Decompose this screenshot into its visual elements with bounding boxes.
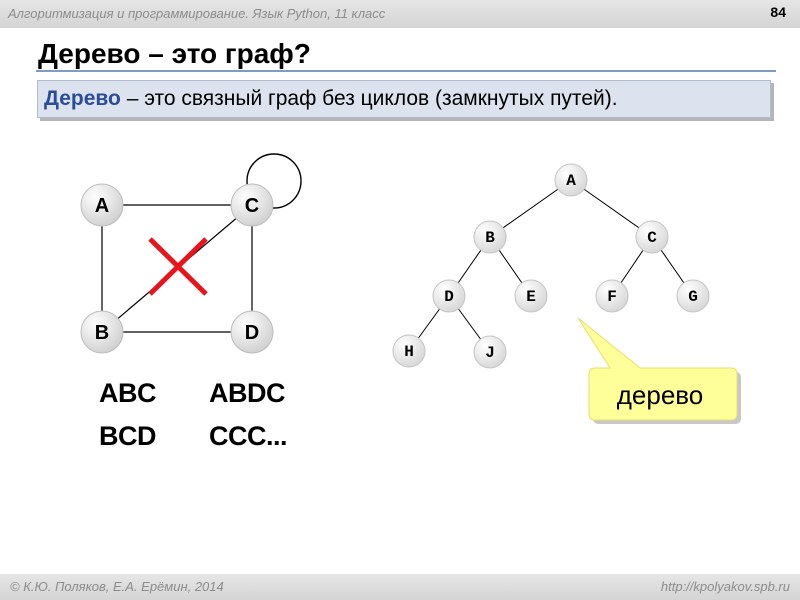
graph-loop-c [246,153,302,209]
tree-node-a: A [554,163,588,197]
tree-node-d: D [432,279,466,313]
header-bar: Алгоритмизация и программирование. Язык … [0,0,800,28]
footer-bar: © К.Ю. Поляков, Е.А. Ерёмин, 2014 http:/… [0,574,800,600]
tree-node-h: H [392,334,426,368]
callout-label: дерево [617,380,704,410]
tree-node-label: H [404,343,414,361]
graph-node-d: D [230,310,274,354]
tree-node-label: D [444,288,454,306]
tree-node-b: B [473,220,507,254]
footer-authors: © К.Ю. Поляков, Е.А. Ерёмин, 2014 [10,579,224,594]
course-title: Алгоритмизация и программирование. Язык … [8,6,386,21]
footer-url[interactable]: http://kpolyakov.spb.ru [660,579,790,594]
tree-node-label: J [485,344,495,362]
cycle-abdc: ABDC [209,378,286,408]
tree-node-label: E [526,288,536,306]
definition-text: Дерево – это связный граф без циклов (за… [44,87,618,111]
tree-node-c: C [635,220,669,254]
definition-box: Дерево – это связный граф без циклов (за… [37,80,771,118]
tree-node-label: A [566,172,576,190]
tree-edges [408,179,694,353]
tree-node-j: J [473,335,507,369]
title-underline [36,70,776,72]
callout: дерево [577,317,741,424]
tree-node-g: G [676,279,710,313]
slide-title: Дерево – это граф? [38,38,311,69]
tree-edge-a-c [570,179,653,238]
definition-rest: – это связный граф без циклов (замкнутых… [120,87,618,110]
tree-node-label: F [607,288,617,306]
tree-node-label: C [647,229,657,247]
cross-icon [148,237,208,296]
tree-node-label: G [688,288,698,306]
graph-node-c: C [230,183,274,227]
graph-node-label: B [95,322,109,344]
definition-term: Дерево [44,87,121,110]
graph-node-b: B [80,310,124,354]
tree-node-label: B [485,229,495,247]
graph-node-label: D [245,322,259,344]
cycle-ccc: CCC... [209,421,288,451]
tree-edge-a-b [489,179,572,238]
cycle-bcd: BCD [99,421,157,451]
cycle-abc: ABC [99,378,157,408]
slide-number: 84 [770,4,786,20]
tree-node-e: E [514,279,548,313]
tree-node-f: F [595,279,629,313]
graph-node-label: A [95,195,109,217]
graph-node-a: A [80,183,124,227]
graph-node-label: C [245,195,259,217]
